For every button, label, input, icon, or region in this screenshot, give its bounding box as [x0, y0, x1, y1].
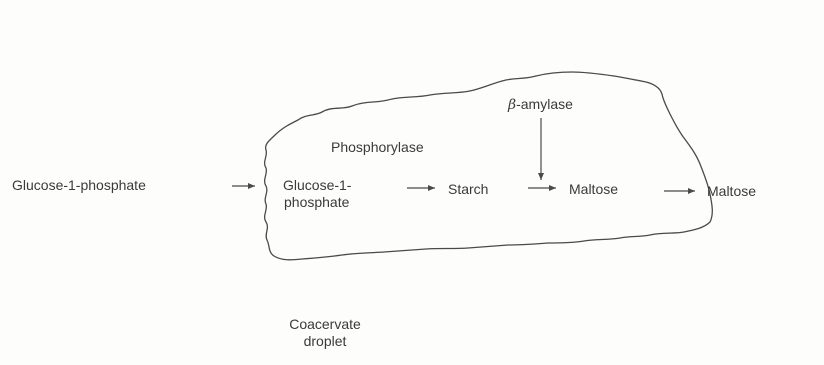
label-droplet-line1: Coacervate	[289, 316, 361, 332]
label-inner-glucose-line1: Glucose-1-	[283, 177, 352, 193]
label-inner-glucose-1-phosphate: Glucose-1- phosphate	[283, 177, 351, 211]
label-outside-glucose-1-phosphate: Glucose-1-phosphate	[12, 177, 146, 193]
label-amylase-text: -amylase	[516, 96, 573, 112]
label-phosphorylase: Phosphorylase	[331, 139, 424, 155]
label-coacervate-droplet: Coacervate droplet	[280, 316, 370, 350]
label-starch: Starch	[448, 181, 489, 197]
label-beta-symbol: β	[508, 97, 517, 113]
label-inner-glucose-line2: phosphate	[284, 194, 350, 210]
droplet-boundary	[263, 71, 713, 261]
label-droplet-line2: droplet	[303, 333, 347, 349]
label-inner-maltose: Maltose	[569, 181, 619, 197]
label-outside-maltose: Maltose	[707, 183, 757, 199]
label-beta-amylase: β-amylase	[508, 96, 573, 114]
